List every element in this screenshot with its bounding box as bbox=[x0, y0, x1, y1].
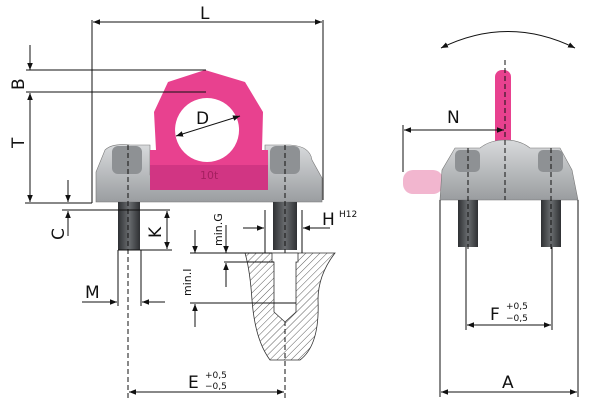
svg-text:min.I: min.I bbox=[181, 269, 194, 296]
dimension-H: H H12 bbox=[243, 210, 357, 253]
svg-text:−0,5: −0,5 bbox=[506, 314, 528, 324]
substrate-section bbox=[244, 252, 336, 361]
left-bolt bbox=[118, 202, 140, 250]
svg-text:B: B bbox=[9, 78, 29, 90]
rotation-arc-arrow bbox=[440, 31, 576, 49]
dimension-G: min.G bbox=[190, 213, 274, 287]
svg-text:A: A bbox=[502, 373, 514, 393]
dimension-E: E +0,5 −0,5 bbox=[129, 371, 284, 395]
dimension-K: K bbox=[118, 211, 172, 251]
svg-text:E: E bbox=[188, 373, 199, 393]
pink-ring bbox=[150, 70, 268, 190]
front-view: 10t bbox=[95, 70, 323, 250]
svg-text:H12: H12 bbox=[339, 210, 357, 220]
dimension-M: M bbox=[82, 250, 165, 306]
svg-text:T: T bbox=[9, 137, 29, 149]
dimension-I: min.I bbox=[181, 230, 296, 327]
right-bolt-head bbox=[270, 146, 300, 174]
ring-body bbox=[150, 165, 268, 190]
side-view bbox=[403, 31, 579, 250]
svg-text:C: C bbox=[49, 228, 69, 240]
svg-text:L: L bbox=[200, 4, 210, 24]
dimension-C: C bbox=[49, 180, 170, 240]
svg-text:−0,5: −0,5 bbox=[205, 382, 227, 392]
svg-text:D: D bbox=[196, 109, 209, 129]
svg-text:H: H bbox=[322, 210, 335, 230]
svg-text:K: K bbox=[146, 226, 166, 238]
ring-pin bbox=[403, 170, 443, 194]
svg-text:+0,5: +0,5 bbox=[205, 371, 227, 381]
dimension-B-T: B T bbox=[9, 45, 206, 202]
dimension-A: A bbox=[439, 200, 579, 397]
dimension-N: N bbox=[402, 108, 504, 172]
left-bolt-head bbox=[112, 146, 142, 174]
svg-text:M: M bbox=[85, 283, 100, 303]
dimension-L: L bbox=[25, 4, 324, 204]
svg-text:N: N bbox=[447, 108, 460, 128]
svg-text:F: F bbox=[490, 305, 500, 325]
product-marking: 10t bbox=[200, 169, 219, 182]
dimension-F: F +0,5 −0,5 bbox=[465, 247, 553, 330]
dimension-D: D bbox=[175, 109, 241, 137]
svg-text:+0,5: +0,5 bbox=[506, 302, 528, 312]
svg-text:min.G: min.G bbox=[212, 213, 225, 246]
